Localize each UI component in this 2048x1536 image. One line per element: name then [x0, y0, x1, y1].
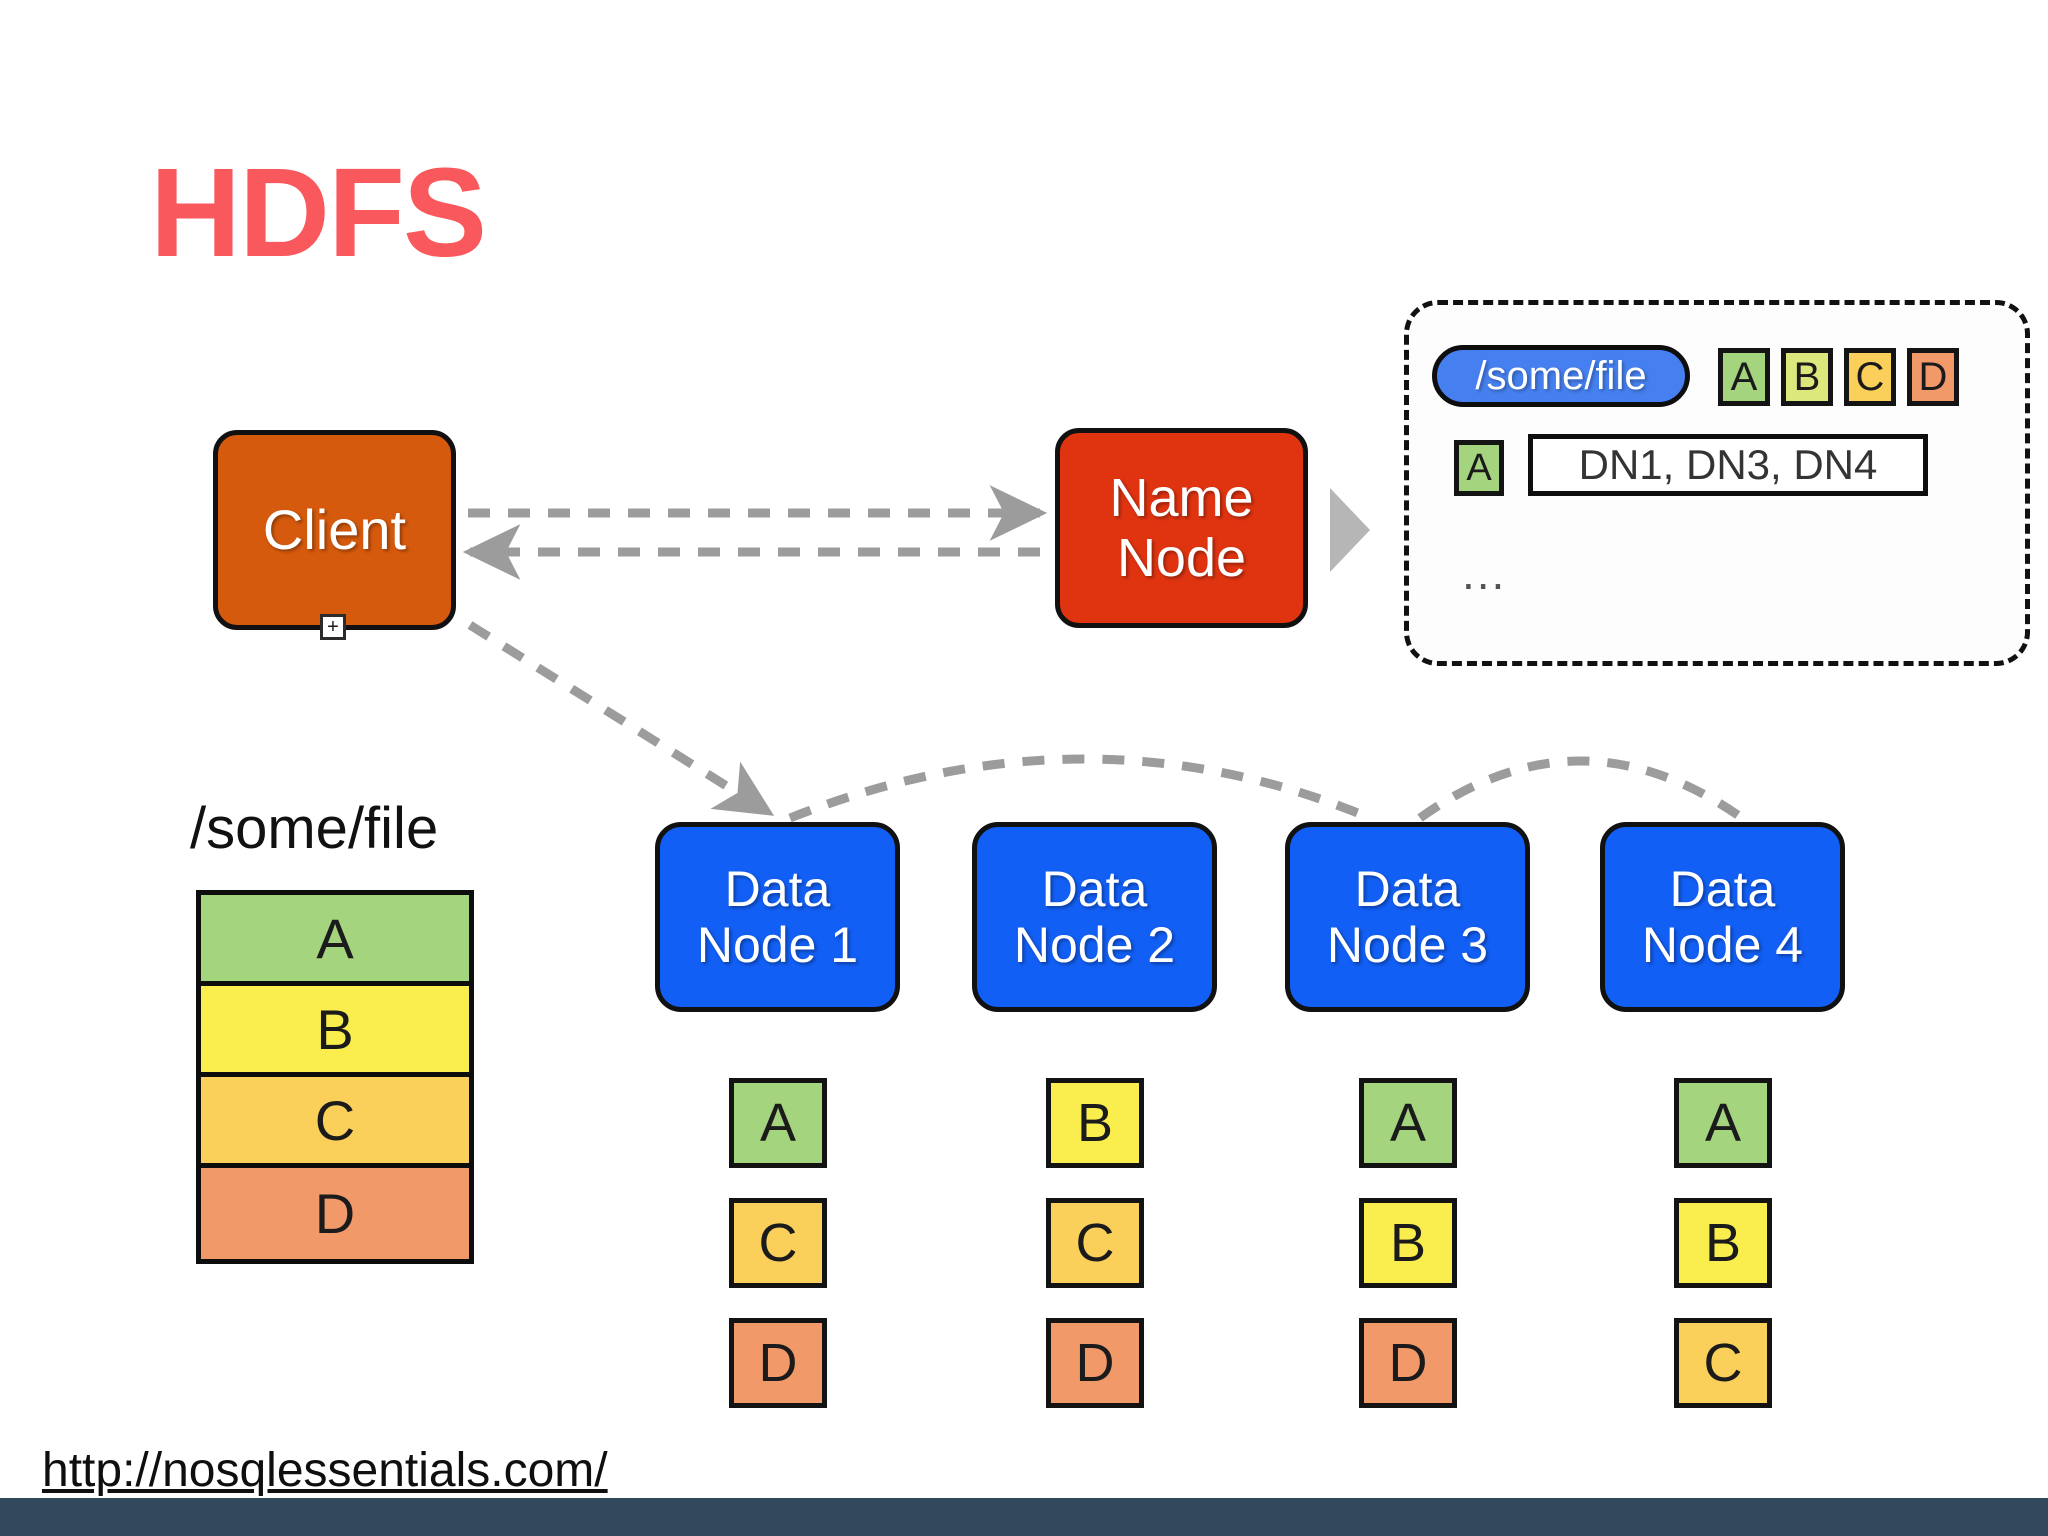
- metadata-block-label: A: [1730, 354, 1758, 399]
- namenode-node[interactable]: Name Node: [1055, 428, 1308, 628]
- source-url-link[interactable]: http://nosqlessentials.com/: [42, 1444, 608, 1497]
- metadata-block-label: B: [1793, 354, 1821, 399]
- metadata-file-path: /some/file: [1475, 353, 1647, 398]
- client-label: Client: [262, 497, 407, 561]
- replica-block-label: A: [1389, 1093, 1427, 1153]
- replica-block: B: [1359, 1198, 1457, 1288]
- datanode-4-blocks: A B C: [1663, 1078, 1783, 1408]
- footer-bar: [0, 1498, 2048, 1536]
- datanode-label-line2: Node 1: [696, 917, 859, 973]
- metadata-block: A: [1718, 348, 1770, 406]
- datanode-3[interactable]: Data Node 3: [1285, 822, 1530, 1012]
- file-path-label: /some/file: [190, 796, 439, 861]
- arrow-datanode1-to-datanode3: [788, 754, 1372, 823]
- arrow-datanode3-to-datanode4: [1417, 756, 1745, 822]
- file-block-segment: D: [201, 1168, 469, 1259]
- replica-block-label: B: [1076, 1093, 1114, 1153]
- replica-block: A: [729, 1078, 827, 1168]
- replica-block-label: C: [1703, 1333, 1743, 1393]
- file-block-stack: A B C D: [196, 890, 474, 1264]
- namenode-label-line2: Node: [1116, 528, 1247, 588]
- replica-block-label: A: [759, 1093, 797, 1153]
- datanode-4[interactable]: Data Node 4: [1600, 822, 1845, 1012]
- datanode-1[interactable]: Data Node 1: [655, 822, 900, 1012]
- datanode-label-line1: Data: [1041, 861, 1148, 917]
- replica-block: C: [1046, 1198, 1144, 1288]
- datanode-label-line1: Data: [1354, 861, 1461, 917]
- replica-block: B: [1674, 1198, 1772, 1288]
- replica-block: C: [729, 1198, 827, 1288]
- replica-block-label: C: [758, 1213, 798, 1273]
- file-block-label: A: [316, 906, 354, 970]
- metadata-mapping-key: A: [1454, 440, 1504, 496]
- replica-block-label: D: [758, 1333, 798, 1393]
- metadata-mapping-value: DN1, DN3, DN4: [1528, 434, 1928, 496]
- replica-block-label: D: [1075, 1333, 1115, 1393]
- replica-block: D: [729, 1318, 827, 1408]
- metadata-block-label: C: [1855, 354, 1885, 399]
- metadata-mapping-value-label: DN1, DN3, DN4: [1578, 441, 1878, 488]
- file-block-label: B: [316, 997, 354, 1061]
- file-block-segment: A: [201, 895, 469, 986]
- replica-block: D: [1359, 1318, 1457, 1408]
- metadata-block: D: [1907, 348, 1959, 406]
- replica-block-label: D: [1388, 1333, 1428, 1393]
- datanode-label-line1: Data: [1669, 861, 1776, 917]
- datanode-2[interactable]: Data Node 2: [972, 822, 1217, 1012]
- datanode-label-line2: Node 2: [1013, 917, 1176, 973]
- metadata-block: B: [1781, 348, 1833, 406]
- metadata-block-label: D: [1918, 354, 1948, 399]
- metadata-ellipsis: ...: [1462, 547, 1507, 599]
- replica-block: A: [1674, 1078, 1772, 1168]
- file-block-label: C: [314, 1088, 356, 1152]
- datanode-label-line2: Node 3: [1326, 917, 1489, 973]
- datanode-label-line2: Node 4: [1641, 917, 1804, 973]
- file-block-segment: B: [201, 986, 469, 1077]
- replica-block-label: B: [1704, 1213, 1742, 1273]
- triangle-pointer-icon: [1330, 488, 1370, 572]
- arrow-client-to-datanode1: [467, 621, 775, 816]
- metadata-mapping-key-label: A: [1466, 446, 1492, 489]
- replica-block-label: B: [1389, 1213, 1427, 1273]
- metadata-file-pill[interactable]: /some/file: [1432, 345, 1690, 407]
- replica-block: A: [1359, 1078, 1457, 1168]
- replica-block: B: [1046, 1078, 1144, 1168]
- metadata-block-list: A B C D: [1718, 348, 1959, 406]
- datanode-3-blocks: A B D: [1348, 1078, 1468, 1408]
- client-node[interactable]: Client: [213, 430, 456, 630]
- datanode-label-line1: Data: [724, 861, 831, 917]
- metadata-block: C: [1844, 348, 1896, 406]
- replica-block: C: [1674, 1318, 1772, 1408]
- page-title: HDFS: [150, 142, 487, 283]
- replica-block-label: C: [1075, 1213, 1115, 1273]
- plus-icon: +: [327, 616, 339, 638]
- replica-block-label: A: [1704, 1093, 1742, 1153]
- file-block-label: D: [314, 1182, 356, 1245]
- namenode-label-line1: Name: [1109, 467, 1254, 528]
- datanode-2-blocks: B C D: [1035, 1078, 1155, 1408]
- replica-block: D: [1046, 1318, 1144, 1408]
- resize-handle-icon[interactable]: +: [320, 614, 346, 640]
- datanode-1-blocks: A C D: [718, 1078, 838, 1408]
- file-block-segment: C: [201, 1077, 469, 1168]
